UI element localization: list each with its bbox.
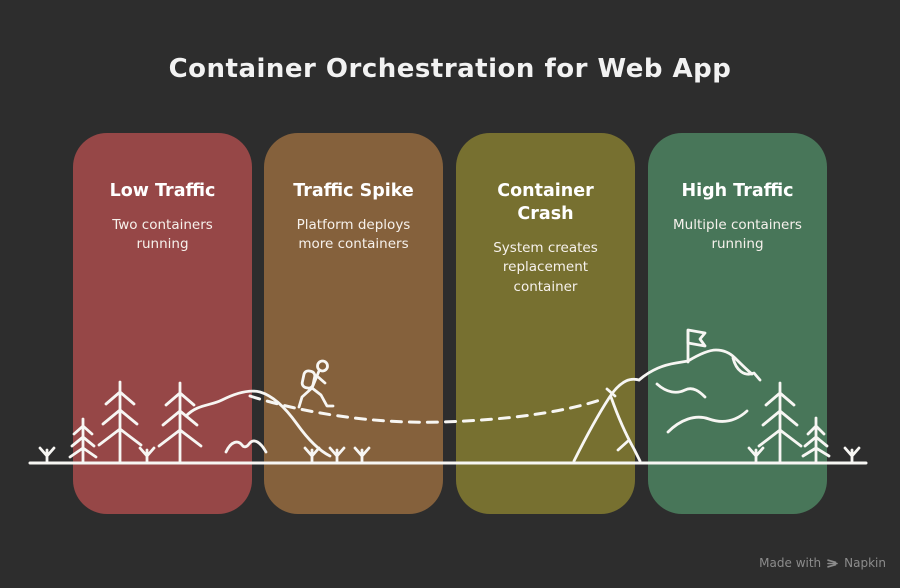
card-body: Two containers running (112, 216, 213, 253)
sprout-icon (843, 446, 861, 465)
attribution: Made with Napkin (759, 556, 886, 570)
card-body: Multiple containers running (673, 216, 802, 253)
card-heading: High Traffic (681, 181, 794, 201)
card-body: System creates replacement container (493, 239, 598, 295)
sprout-icon (38, 446, 56, 465)
card-traffic-spike: Traffic Spike Platform deploys more cont… (264, 133, 443, 514)
card-high-traffic: High Traffic Multiple containers running (648, 133, 827, 514)
napkin-logo-icon (827, 558, 838, 568)
card-heading: Container Crash (497, 181, 594, 224)
card-heading: Low Traffic (109, 181, 216, 201)
made-with-label: Made with (759, 556, 822, 570)
brand-label: Napkin (844, 556, 886, 570)
card-low-traffic: Low Traffic Two containers running (73, 133, 252, 514)
card-heading: Traffic Spike (293, 181, 414, 201)
card-container-crash: Container Crash System creates replaceme… (456, 133, 635, 514)
card-body: Platform deploys more containers (296, 216, 411, 253)
page-title: Container Orchestration for Web App (168, 54, 732, 84)
